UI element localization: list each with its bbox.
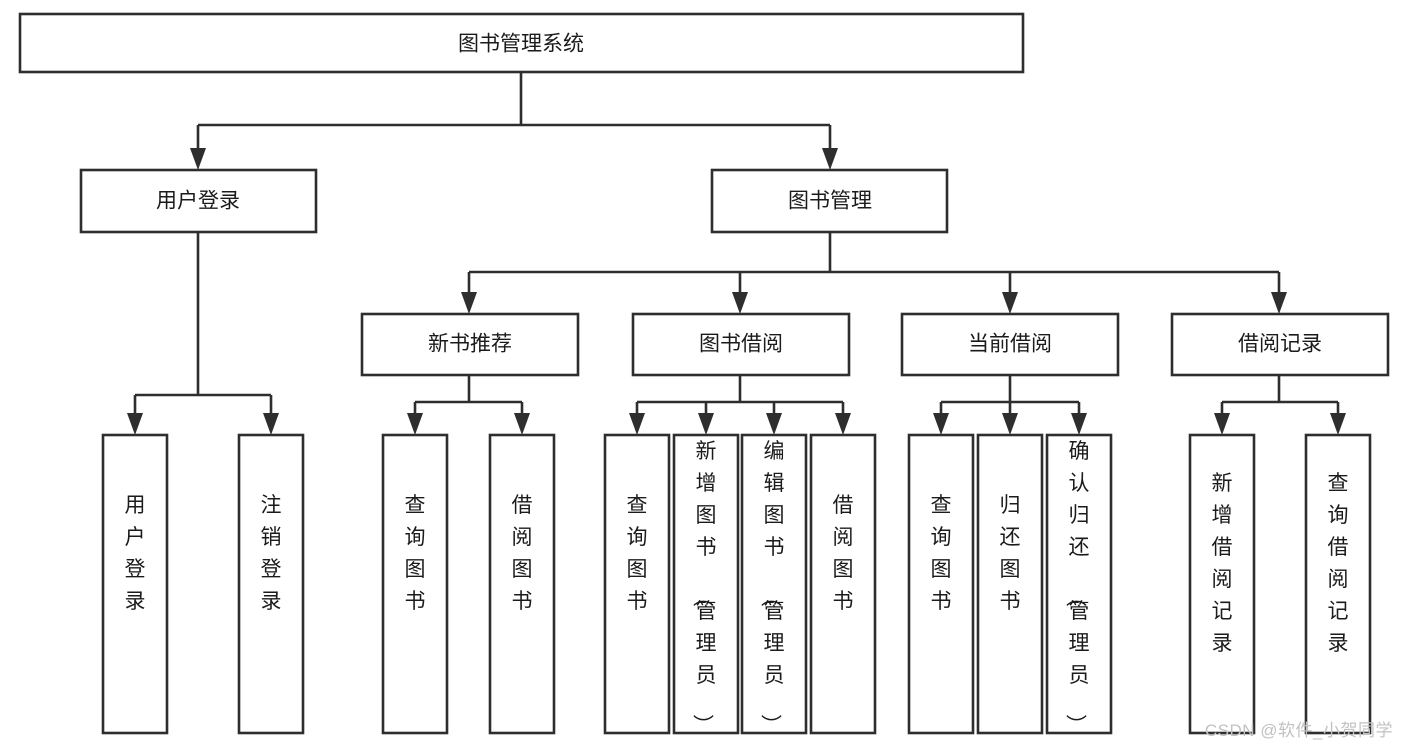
- leaf-label-bookborrow-add: 新增图书（管理员）: [691, 440, 717, 735]
- leaf-node-user-login-signout[interactable]: 注销登录: [237, 433, 305, 735]
- arrow-head-bm-2: [732, 292, 748, 314]
- leaf-box-bookborrow-query[interactable]: [603, 433, 671, 735]
- connector-group-book-management: [461, 232, 1287, 314]
- node-user-login-box[interactable]: [79, 168, 318, 234]
- leaf-label-currentborrow-query: 查询图书: [931, 494, 952, 613]
- node-current-borrow-label: 当前借阅: [968, 333, 1052, 356]
- connector-group-current-borrow: [933, 375, 1087, 435]
- leaf-label-currentborrow-confirm: 确认归还（管理员）: [1064, 440, 1090, 735]
- leaf-box-bookborrow-add[interactable]: [672, 433, 740, 735]
- leaf-box-currentborrow-query[interactable]: [907, 433, 975, 735]
- leaf-box-currentborrow-return[interactable]: [976, 433, 1044, 735]
- arrow-head-bb-1: [629, 413, 645, 435]
- arrow-head-nb-2: [514, 413, 530, 435]
- leaf-label-currentborrow-return: 归还图书: [1000, 494, 1021, 613]
- node-borrow-record[interactable]: 借阅记录: [1170, 312, 1390, 377]
- leaf-node-record-add[interactable]: 新增借阅记录: [1188, 433, 1256, 735]
- connector-group-root: [190, 72, 838, 170]
- leaf-node-newbook-query[interactable]: 查询图书: [381, 433, 449, 735]
- leaf-box-currentborrow-confirm[interactable]: [1045, 433, 1113, 735]
- connector-group-borrow-record: [1214, 375, 1346, 435]
- leaf-label-newbook-borrow: 借阅图书: [512, 494, 533, 613]
- leaf-box-newbook-query[interactable]: [381, 433, 449, 735]
- leaf-node-bookborrow-edit[interactable]: 编辑图书（管理员）: [740, 433, 808, 735]
- node-root-system[interactable]: 图书管理系统: [18, 12, 1025, 74]
- arrow-head-ul-2: [263, 413, 279, 435]
- node-borrow-record-label: 借阅记录: [1238, 333, 1322, 356]
- leaf-box-record-add[interactable]: [1188, 433, 1256, 735]
- leaf-label-newbook-query: 查询图书: [405, 494, 426, 613]
- arrow-head-br-2: [1330, 413, 1346, 435]
- arrow-head-bb-2: [698, 413, 714, 435]
- leaf-node-currentborrow-query[interactable]: 查询图书: [907, 433, 975, 735]
- node-book-management-label: 图书管理: [788, 190, 872, 213]
- arrow-head-br-1: [1214, 413, 1230, 435]
- leaf-box-record-query[interactable]: [1304, 433, 1372, 735]
- leaf-node-record-query[interactable]: 查询借阅记录: [1304, 433, 1372, 735]
- leaf-node-bookborrow-query[interactable]: 查询图书: [603, 433, 671, 735]
- arrow-head-root-1: [190, 148, 206, 170]
- leaf-box-user-login-signin[interactable]: [101, 433, 169, 735]
- node-book-borrow-box[interactable]: [631, 312, 851, 377]
- connector-group-new-book: [407, 375, 530, 435]
- leaf-box-bookborrow-borrow[interactable]: [809, 433, 877, 735]
- node-current-borrow-box[interactable]: [900, 312, 1120, 377]
- arrow-head-cb-1: [933, 413, 949, 435]
- arrow-head-ul-1: [127, 413, 143, 435]
- node-user-login-label: 用户登录: [156, 190, 240, 213]
- node-new-book-recommend-label: 新书推荐: [428, 333, 512, 356]
- leaf-node-newbook-borrow[interactable]: 借阅图书: [488, 433, 556, 735]
- leaf-label-bookborrow-borrow: 借阅图书: [833, 494, 854, 613]
- arrow-head-bb-4: [835, 413, 851, 435]
- leaf-node-bookborrow-borrow[interactable]: 借阅图书: [809, 433, 877, 735]
- leaf-node-currentborrow-return[interactable]: 归还图书: [976, 433, 1044, 735]
- node-user-login[interactable]: 用户登录: [79, 168, 318, 234]
- arrow-head-bb-3: [766, 413, 782, 435]
- arrow-head-bm-1: [461, 292, 477, 314]
- node-book-management[interactable]: 图书管理: [710, 168, 949, 234]
- arrow-head-bm-4: [1271, 292, 1287, 314]
- leaf-node-currentborrow-confirm[interactable]: 确认归还（管理员）: [1045, 433, 1113, 735]
- arrow-head-root-2: [822, 148, 838, 170]
- arrow-head-nb-1: [407, 413, 423, 435]
- arrow-head-cb-3: [1071, 413, 1087, 435]
- node-book-management-box[interactable]: [710, 168, 949, 234]
- leaf-box-user-login-signout[interactable]: [237, 433, 305, 735]
- leaf-label-user-login-signout: 注销登录: [261, 494, 282, 613]
- node-current-borrow[interactable]: 当前借阅: [900, 312, 1120, 377]
- node-book-borrow[interactable]: 图书借阅: [631, 312, 851, 377]
- leaf-node-bookborrow-add[interactable]: 新增图书（管理员）: [672, 433, 740, 735]
- arrow-head-cb-2: [1002, 413, 1018, 435]
- leaf-label-user-login-signin: 用户登录: [125, 494, 146, 613]
- node-root-box[interactable]: [18, 12, 1025, 74]
- connector-group-user-login: [127, 232, 279, 435]
- node-new-book-recommend[interactable]: 新书推荐: [360, 312, 580, 377]
- leaf-label-record-query: 查询借阅记录: [1328, 472, 1349, 655]
- node-borrow-record-box[interactable]: [1170, 312, 1390, 377]
- leaf-node-user-login-signin[interactable]: 用户登录: [101, 433, 169, 735]
- leaf-box-bookborrow-edit[interactable]: [740, 433, 808, 735]
- node-root-label: 图书管理系统: [458, 33, 584, 56]
- connector-group-book-borrow: [629, 375, 851, 435]
- node-new-book-recommend-box[interactable]: [360, 312, 580, 377]
- leaf-label-record-add: 新增借阅记录: [1212, 472, 1233, 655]
- arrow-head-bm-3: [1002, 292, 1018, 314]
- leaf-label-bookborrow-edit: 编辑图书（管理员）: [759, 440, 785, 735]
- node-book-borrow-label: 图书借阅: [699, 333, 783, 356]
- leaf-label-bookborrow-query: 查询图书: [627, 494, 648, 613]
- leaf-box-newbook-borrow[interactable]: [488, 433, 556, 735]
